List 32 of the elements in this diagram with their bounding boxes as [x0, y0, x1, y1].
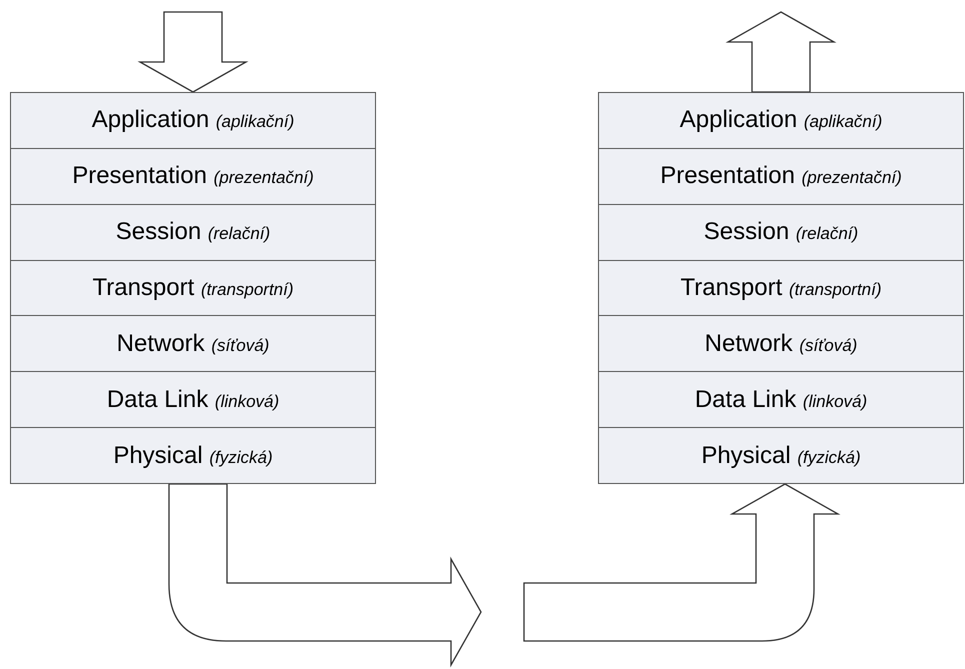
layer-box: [10, 92, 376, 149]
layer-name: Session (relační): [116, 218, 270, 246]
block-arrow: [138, 11, 248, 93]
block-arrow: [523, 483, 839, 642]
layer-box: [598, 371, 964, 428]
layer-name: Data Link (linková): [694, 386, 868, 414]
layer-name: Application (aplikační): [92, 106, 294, 134]
layer-box: [10, 260, 376, 316]
layer-box: [10, 204, 376, 261]
layer-box: [10, 371, 376, 428]
layer-box: [598, 260, 964, 316]
layer-name: Application (aplikační): [680, 106, 882, 134]
layer-box: [10, 315, 376, 372]
layer-name: Presentation (prezentační): [660, 162, 902, 190]
layer-name: Data Link (linková): [106, 386, 280, 414]
layer-name: Physical (fyzická): [113, 442, 273, 470]
layer-name: Network (síťová): [704, 330, 858, 358]
layer-box: [598, 427, 964, 484]
layer-box: [10, 148, 376, 205]
block-arrow: [726, 11, 836, 93]
layer-box: [598, 315, 964, 372]
layer-box: [10, 427, 376, 484]
layer-box: [598, 92, 964, 149]
layer-name: Physical (fyzická): [701, 442, 861, 470]
layer-name: Transport (transportní): [92, 274, 294, 302]
layer-name: Network (síťová): [116, 330, 270, 358]
layer-box: [598, 148, 964, 205]
block-arrow: [168, 483, 482, 666]
layer-name: Session (relační): [704, 218, 858, 246]
layer-name: Presentation (prezentační): [72, 162, 314, 190]
layer-name: Transport (transportní): [680, 274, 882, 302]
layer-box: [598, 204, 964, 261]
